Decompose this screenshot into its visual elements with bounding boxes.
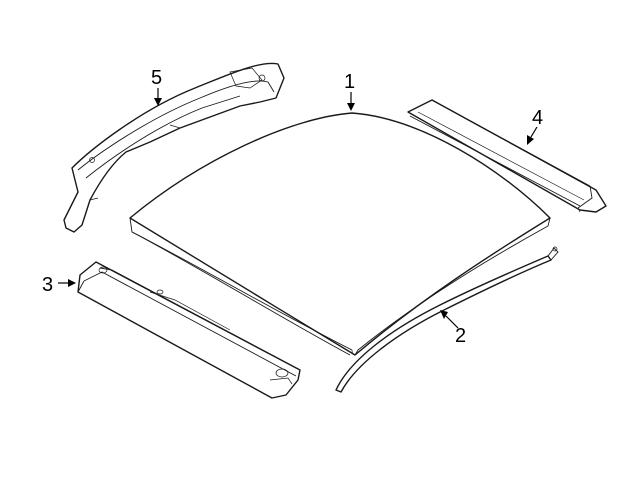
callout-leaders <box>58 88 538 329</box>
callout-3: 3 <box>42 274 53 296</box>
callout-2: 2 <box>455 325 466 347</box>
callout-1: 1 <box>344 71 355 93</box>
callout-5: 5 <box>151 67 162 89</box>
side-rail[interactable] <box>63 62 285 233</box>
drip-molding[interactable] <box>335 246 559 393</box>
front-header[interactable] <box>407 99 607 213</box>
arrow-2 <box>440 310 448 319</box>
rear-header[interactable] <box>77 261 301 399</box>
callout-labels: 1 2 3 4 5 <box>42 67 543 347</box>
arrow-4 <box>527 135 534 145</box>
arrow-5 <box>154 98 162 106</box>
leader-4 <box>530 126 538 138</box>
leader-2 <box>445 315 459 329</box>
callout-4: 4 <box>532 107 543 129</box>
arrow-1 <box>347 103 355 111</box>
roof-panel[interactable] <box>129 112 551 356</box>
arrow-3 <box>68 279 76 287</box>
